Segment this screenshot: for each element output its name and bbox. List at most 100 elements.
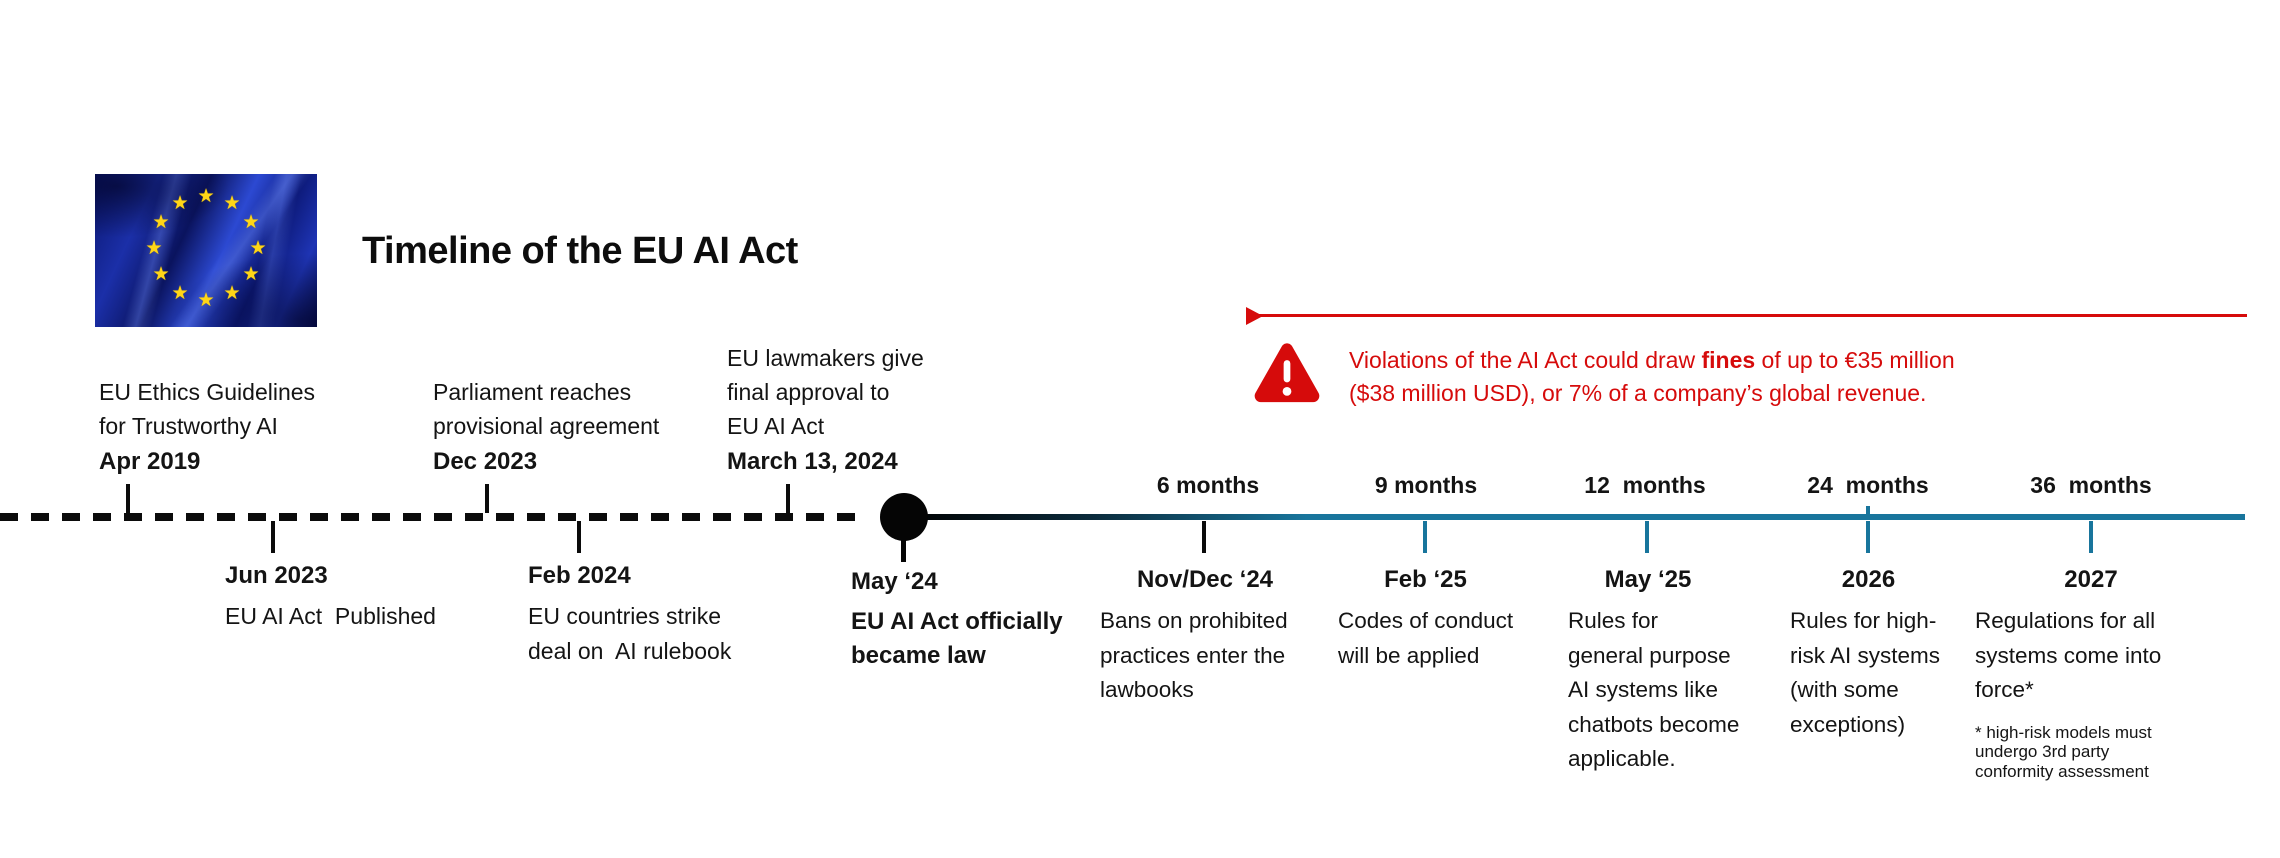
event-body: EU AI Act Published bbox=[225, 599, 436, 634]
event-novdec-24: Nov/Dec ‘24 Bans on prohibited practices… bbox=[1100, 566, 1310, 708]
tick-feb-2024 bbox=[577, 521, 581, 553]
flag-star: ★ bbox=[145, 238, 163, 259]
red-rule-line bbox=[1248, 314, 2247, 317]
event-body: Rules for general purpose AI systems lik… bbox=[1568, 604, 1740, 777]
milestone-dot-stem bbox=[901, 540, 906, 562]
dashed-timeline-segment bbox=[0, 513, 858, 521]
event-date: Feb ‘25 bbox=[1384, 566, 1467, 593]
event-march-2024: EU lawmakers give final approval to EU A… bbox=[727, 341, 924, 476]
event-date: 2027 bbox=[2064, 566, 2118, 593]
event-text: will be applied bbox=[1338, 642, 1480, 668]
event-date: Dec 2023 bbox=[433, 448, 538, 475]
month-label-36: 36 months bbox=[2030, 472, 2152, 498]
tick-march-2024 bbox=[786, 484, 790, 513]
event-text: for Trustworthy AI bbox=[99, 413, 278, 439]
flag-star: ★ bbox=[152, 264, 170, 285]
warning-text: Violations of the AI Act could draw fine… bbox=[1349, 344, 1955, 410]
event-text: Rules for bbox=[1568, 608, 1659, 633]
page-title: Timeline of the EU AI Act bbox=[362, 230, 798, 272]
event-date: May ‘25 bbox=[1604, 566, 1692, 593]
event-date: 2026 bbox=[1841, 566, 1896, 593]
month-label-24: 24 months bbox=[1807, 472, 1929, 498]
footnote-text: undergo 3rd party bbox=[1975, 742, 2110, 761]
event-body: EU countries strike deal on AI rulebook bbox=[528, 599, 731, 669]
tick-may-25 bbox=[1645, 521, 1649, 553]
flag-star: ★ bbox=[197, 290, 215, 311]
event-text: final approval to bbox=[727, 379, 890, 405]
tick-jun-2023 bbox=[271, 521, 275, 553]
event-text: EU AI Act officially bbox=[851, 608, 1063, 635]
tick-feb-25 bbox=[1423, 521, 1427, 553]
flag-star: ★ bbox=[242, 264, 260, 285]
event-text: EU AI Act Published bbox=[225, 603, 436, 629]
tick-2026 bbox=[1866, 521, 1870, 553]
warning-icon bbox=[1254, 343, 1320, 403]
month-label-6: 6 months bbox=[1156, 472, 1260, 498]
event-2026: 2026 Rules for high- risk AI systems (wi… bbox=[1790, 566, 1947, 742]
event-text: (with some bbox=[1790, 677, 1899, 702]
tick-apr-2019 bbox=[126, 484, 130, 513]
event-text: AI systems like bbox=[1568, 677, 1719, 702]
event-text: EU AI Act bbox=[727, 413, 825, 439]
tick-novdec-24 bbox=[1202, 521, 1206, 553]
event-date: Apr 2019 bbox=[99, 448, 201, 475]
event-feb-25: Feb ‘25 Codes of conduct will be applied bbox=[1338, 566, 1513, 673]
flag-star: ★ bbox=[223, 193, 241, 214]
warning-line-1: Violations of the AI Act could draw fine… bbox=[1349, 347, 1955, 373]
event-text: EU countries strike bbox=[528, 603, 722, 629]
tick-2027 bbox=[2089, 521, 2093, 553]
tick-dec-2023 bbox=[485, 484, 489, 513]
footnote-text: * high-risk models must bbox=[1975, 722, 2152, 742]
event-jun-2023: Jun 2023 EU AI Act Published bbox=[225, 562, 436, 634]
event-body: EU AI Act officially became law bbox=[851, 605, 1063, 673]
event-2027: 2027 Regulations for all systems come in… bbox=[1975, 566, 2207, 781]
event-text: became law bbox=[851, 642, 986, 669]
flag-star: ★ bbox=[171, 283, 189, 304]
event-text: Regulations for all bbox=[1975, 608, 2156, 633]
event-may-25: May ‘25 Rules for general purpose AI sys… bbox=[1568, 566, 1740, 777]
flag-star: ★ bbox=[249, 238, 267, 259]
event-body: Rules for high- risk AI systems (with so… bbox=[1790, 604, 1947, 742]
event-text: risk AI systems bbox=[1790, 642, 1941, 668]
event-text: chatbots become bbox=[1568, 711, 1740, 737]
event-apr-2019: EU Ethics Guidelines for Trustworthy AI … bbox=[99, 375, 315, 476]
event-date: Jun 2023 bbox=[225, 562, 328, 589]
event-date: March 13, 2024 bbox=[727, 448, 898, 475]
flag-star: ★ bbox=[242, 212, 260, 233]
event-text: lawbooks bbox=[1100, 677, 1194, 702]
event-text: general purpose bbox=[1568, 642, 1731, 668]
arrowhead-icon bbox=[1246, 307, 1263, 325]
event-date: Nov/Dec ‘24 bbox=[1136, 566, 1274, 593]
event-feb-2024: Feb 2024 EU countries strike deal on AI … bbox=[528, 562, 731, 669]
event-text: exceptions) bbox=[1790, 711, 1906, 737]
month-label-9: 9 months bbox=[1374, 472, 1478, 498]
event-text: provisional agreement bbox=[433, 413, 660, 439]
footnote-text: conformity assessment bbox=[1975, 761, 2149, 781]
event-text: systems come into bbox=[1975, 642, 2162, 668]
event-text: EU lawmakers give bbox=[727, 345, 924, 371]
event-text: Rules for high- bbox=[1790, 608, 1937, 633]
eu-flag: ★ ★ ★ ★ ★ ★ ★ ★ ★ ★ ★ ★ bbox=[95, 174, 317, 327]
event-may-24-milestone: May ‘24 EU AI Act officially became law bbox=[851, 568, 1063, 673]
event-body: Regulations for all systems come into fo… bbox=[1975, 604, 2207, 708]
event-text: applicable. bbox=[1568, 746, 1676, 771]
event-text: Parliament reaches bbox=[433, 379, 632, 405]
flag-star: ★ bbox=[197, 186, 215, 207]
flag-star: ★ bbox=[223, 283, 241, 304]
event-body: Bans on prohibited practices enter the l… bbox=[1100, 604, 1310, 708]
event-text: practices enter the bbox=[1100, 642, 1286, 668]
solid-timeline-segment bbox=[904, 514, 2245, 520]
event-body: Codes of conduct will be applied bbox=[1338, 604, 1513, 673]
event-text: force* bbox=[1975, 677, 2034, 702]
event-text: EU Ethics Guidelines bbox=[99, 379, 316, 405]
flag-star: ★ bbox=[152, 212, 170, 233]
event-text: Bans on prohibited bbox=[1100, 608, 1288, 633]
milestone-dot bbox=[880, 493, 928, 541]
event-dec-2023: Parliament reaches provisional agreement… bbox=[433, 375, 659, 476]
footnote: * high-risk models must undergo 3rd part… bbox=[1975, 723, 2207, 782]
event-text: deal on AI rulebook bbox=[528, 638, 732, 664]
axis-nub bbox=[1866, 506, 1870, 514]
warning-line-2: ($38 million USD), or 7% of a company’s … bbox=[1349, 380, 1927, 406]
event-text: Codes of conduct bbox=[1338, 608, 1514, 633]
